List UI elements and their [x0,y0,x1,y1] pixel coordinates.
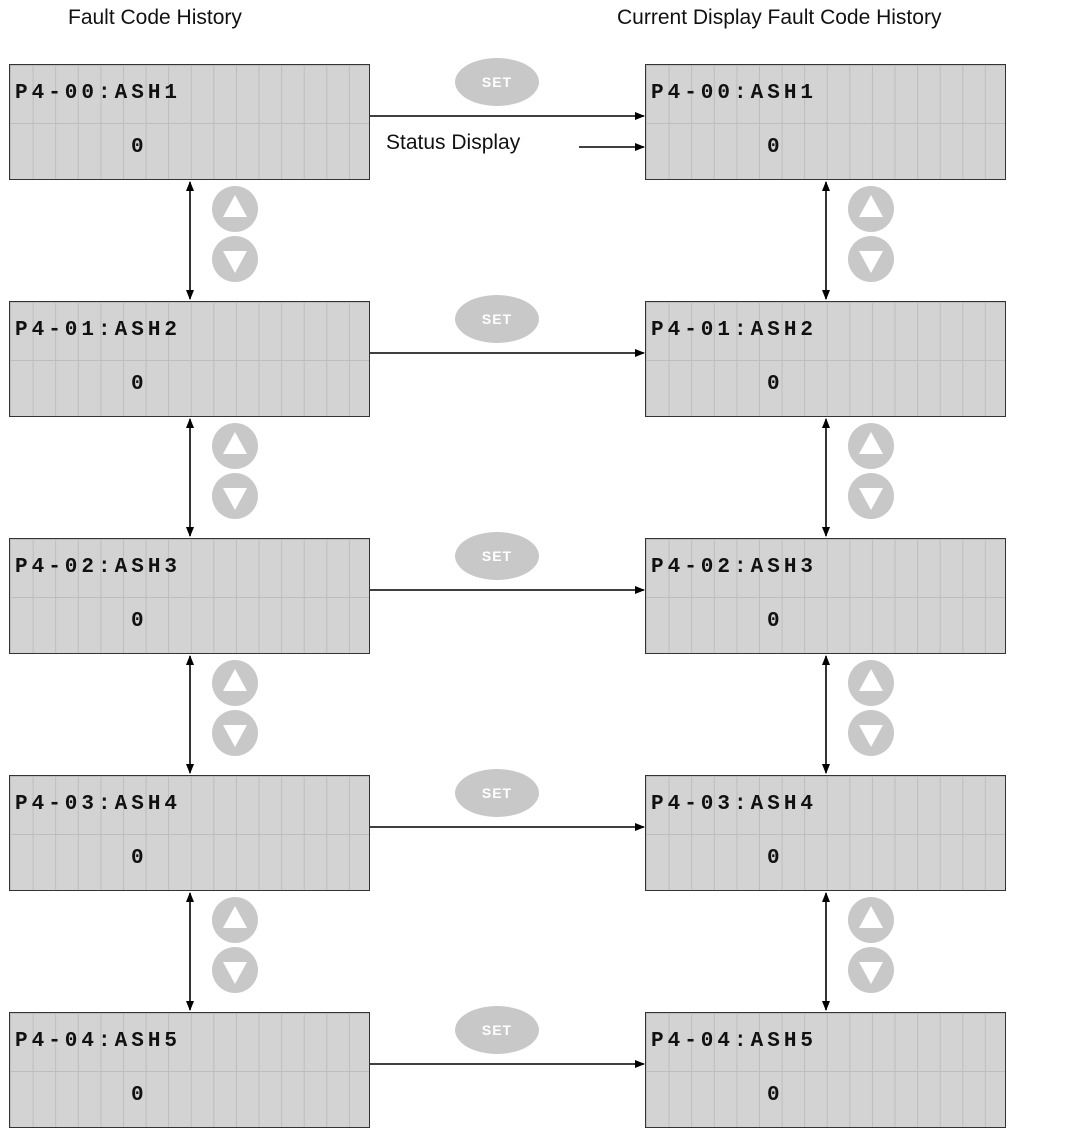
left-lcd-display-1: P4-01:ASH2 0 [9,301,370,417]
set-button[interactable]: SET [455,295,539,343]
lcd-grid [646,65,1005,179]
lcd-parameter-text: P4-03:ASH4 [651,793,818,816]
up-arrow-key-icon[interactable] [847,422,895,470]
down-arrow-key-icon[interactable] [211,235,259,283]
lcd-grid [10,302,369,416]
lcd-value-text: 0 [131,373,144,396]
lcd-grid [646,302,1005,416]
lcd-parameter-text: P4-01:ASH2 [15,319,182,342]
set-button[interactable]: SET [455,532,539,580]
lcd-parameter-text: P4-02:ASH3 [651,556,818,579]
status-display-label: Status Display [386,131,521,154]
left-column-title: Fault Code History [68,6,242,29]
lcd-value-text: 0 [767,136,780,159]
up-arrow-key-icon[interactable] [211,185,259,233]
right-lcd-display-3: P4-03:ASH4 0 [645,775,1006,891]
lcd-grid [10,65,369,179]
lcd-parameter-text: P4-00:ASH1 [15,82,182,105]
right-lcd-display-4: P4-04:ASH5 0 [645,1012,1006,1128]
up-arrow-key-icon[interactable] [847,896,895,944]
lcd-grid [646,1013,1005,1127]
lcd-grid [646,539,1005,653]
lcd-value-text: 0 [767,847,780,870]
lcd-parameter-text: P4-04:ASH5 [15,1030,182,1053]
set-button[interactable]: SET [455,769,539,817]
right-lcd-display-1: P4-01:ASH2 0 [645,301,1006,417]
up-arrow-key-icon[interactable] [211,896,259,944]
up-arrow-key-icon[interactable] [211,659,259,707]
down-arrow-key-icon[interactable] [847,235,895,283]
lcd-grid [10,776,369,890]
lcd-value-text: 0 [131,136,144,159]
left-lcd-display-0: P4-00:ASH1 0 [9,64,370,180]
set-button[interactable]: SET [455,58,539,106]
lcd-value-text: 0 [767,1084,780,1107]
lcd-parameter-text: P4-02:ASH3 [15,556,182,579]
down-arrow-key-icon[interactable] [211,472,259,520]
lcd-value-text: 0 [131,610,144,633]
up-arrow-key-icon[interactable] [211,422,259,470]
down-arrow-key-icon[interactable] [847,946,895,994]
right-column-title: Current Display Fault Code History [617,6,942,29]
down-arrow-key-icon[interactable] [211,946,259,994]
up-arrow-key-icon[interactable] [847,659,895,707]
lcd-parameter-text: P4-01:ASH2 [651,319,818,342]
right-lcd-display-0: P4-00:ASH1 0 [645,64,1006,180]
left-lcd-display-3: P4-03:ASH4 0 [9,775,370,891]
lcd-value-text: 0 [131,1084,144,1107]
down-arrow-key-icon[interactable] [847,472,895,520]
lcd-value-text: 0 [767,610,780,633]
lcd-parameter-text: P4-03:ASH4 [15,793,182,816]
down-arrow-key-icon[interactable] [847,709,895,757]
lcd-parameter-text: P4-04:ASH5 [651,1030,818,1053]
lcd-grid [10,539,369,653]
lcd-value-text: 0 [767,373,780,396]
lcd-grid [10,1013,369,1127]
lcd-value-text: 0 [131,847,144,870]
right-lcd-display-2: P4-02:ASH3 0 [645,538,1006,654]
down-arrow-key-icon[interactable] [211,709,259,757]
left-lcd-display-4: P4-04:ASH5 0 [9,1012,370,1128]
up-arrow-key-icon[interactable] [847,185,895,233]
lcd-parameter-text: P4-00:ASH1 [651,82,818,105]
set-button[interactable]: SET [455,1006,539,1054]
left-lcd-display-2: P4-02:ASH3 0 [9,538,370,654]
lcd-grid [646,776,1005,890]
